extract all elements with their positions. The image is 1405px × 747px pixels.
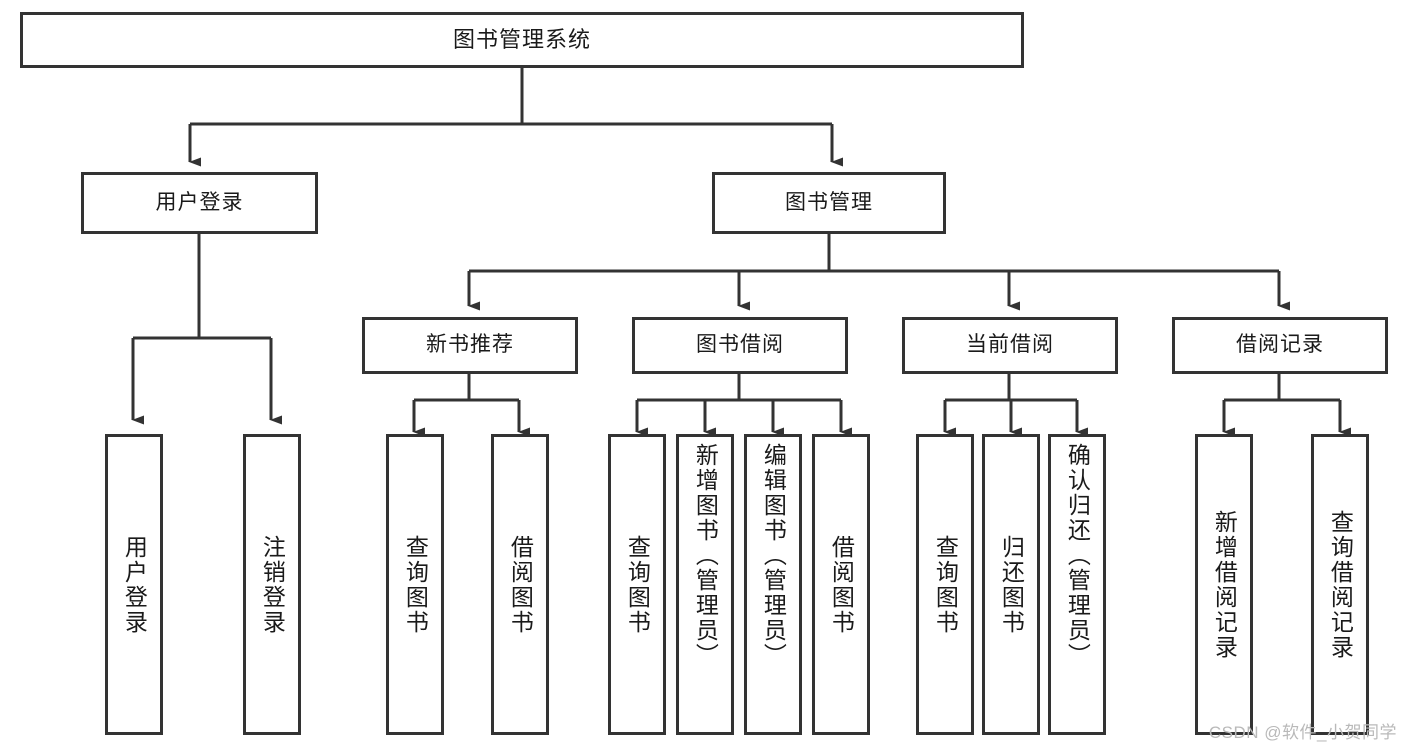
node-book-borrow[interactable]: 图书借阅: [632, 317, 848, 374]
leaf-book-borrow-query[interactable]: 查询图书: [608, 434, 666, 735]
node-label: 用户登录: [121, 534, 148, 635]
node-label: 新增图书（管理员）: [692, 443, 719, 668]
node-label: 借阅图书: [828, 534, 855, 635]
node-user-login[interactable]: 用户登录: [81, 172, 318, 234]
leaf-new-book-borrow[interactable]: 借阅图书: [491, 434, 549, 735]
leaf-book-borrow-edit[interactable]: 编辑图书（管理员）: [744, 434, 802, 735]
node-label: 查询图书: [402, 534, 429, 635]
csdn-watermark: CSDN @软件_小贺同学: [1208, 723, 1397, 742]
node-book-management[interactable]: 图书管理: [712, 172, 946, 234]
node-root-system[interactable]: 图书管理系统: [20, 12, 1024, 68]
node-label: 借阅记录: [1236, 333, 1324, 357]
leaf-current-borrow-query[interactable]: 查询图书: [916, 434, 974, 735]
node-label: 查询图书: [624, 534, 651, 635]
node-label: 图书管理: [785, 190, 873, 214]
node-label: 查询图书: [932, 534, 959, 635]
leaf-user-login-login[interactable]: 用户登录: [105, 434, 163, 735]
leaf-new-book-query[interactable]: 查询图书: [386, 434, 444, 735]
leaf-borrow-record-add[interactable]: 新增借阅记录: [1195, 434, 1253, 735]
leaf-user-login-logout[interactable]: 注销登录: [243, 434, 301, 735]
leaf-book-borrow-borrow[interactable]: 借阅图书: [812, 434, 870, 735]
leaf-borrow-record-query[interactable]: 查询借阅记录: [1311, 434, 1369, 735]
leaf-current-borrow-confirm-return[interactable]: 确认归还（管理员）: [1048, 434, 1106, 735]
node-new-book-recommend[interactable]: 新书推荐: [362, 317, 578, 374]
node-borrow-record[interactable]: 借阅记录: [1172, 317, 1388, 374]
node-label: 注销登录: [259, 534, 286, 635]
node-label: 新增借阅记录: [1211, 509, 1238, 660]
node-label: 图书借阅: [696, 333, 784, 357]
node-label: 查询借阅记录: [1327, 509, 1354, 660]
node-label: 确认归还（管理员）: [1064, 443, 1091, 668]
leaf-book-borrow-add[interactable]: 新增图书（管理员）: [676, 434, 734, 735]
node-label: 用户登录: [155, 190, 244, 214]
leaf-current-borrow-return[interactable]: 归还图书: [982, 434, 1040, 735]
node-label: 归还图书: [998, 534, 1025, 635]
node-label: 图书管理系统: [452, 27, 591, 53]
node-current-borrow[interactable]: 当前借阅: [902, 317, 1118, 374]
node-label: 借阅图书: [507, 534, 534, 635]
node-label: 当前借阅: [966, 333, 1054, 357]
node-label: 编辑图书（管理员）: [760, 443, 787, 668]
node-label: 新书推荐: [426, 333, 514, 357]
